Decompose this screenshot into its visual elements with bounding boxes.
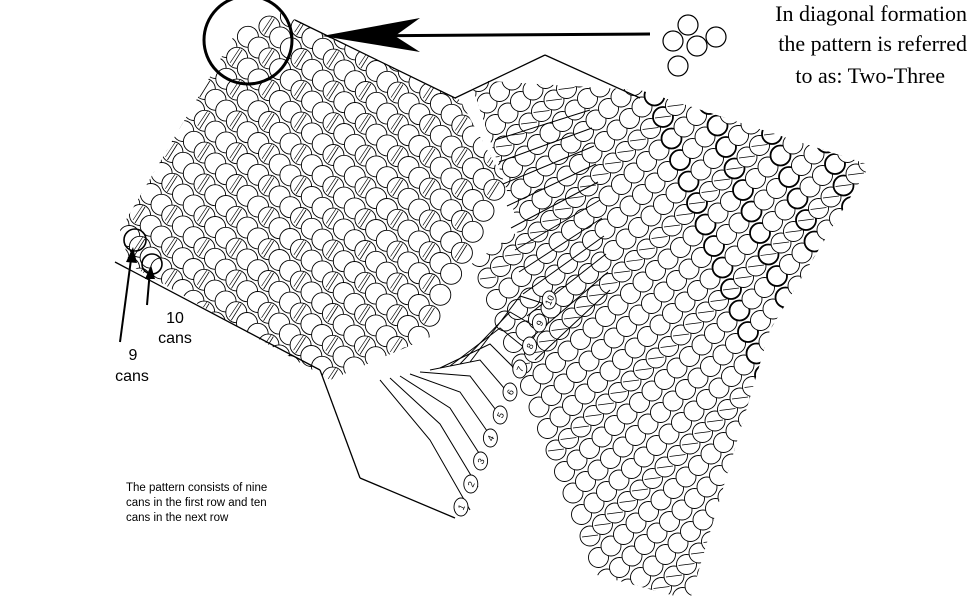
row-number-7: 7 [512,359,528,379]
pattern-note: The pattern consists of nine cans in the… [126,481,326,526]
heading-line-2: the pattern is referred [778,31,967,56]
row-number-8: 8 [522,336,538,356]
label-arrowheads [126,247,155,279]
row-number-2: 2 [463,474,479,494]
row-number-4: 4 [482,428,498,448]
row-number-10: 10 [541,290,557,310]
heading-line-1: In diagonal formation [775,1,967,26]
svg-text:10: 10 [543,294,556,307]
nine-cans-unit: cans [115,368,149,385]
svg-text:4: 4 [485,434,496,443]
note-line-3: cans in the next row [126,512,229,524]
row-number-markers: 1 2 3 4 5 6 7 8 9 10 [453,290,557,517]
row-number-6: 6 [502,382,518,402]
nine-cans-marker [123,228,147,252]
two-three-example-icon [662,14,727,77]
svg-text:8: 8 [524,342,535,351]
svg-text:3: 3 [475,457,486,466]
ten-cans-unit: cans [158,330,192,347]
ten-cans-number: 10 [166,310,184,327]
svg-text:6: 6 [505,388,516,397]
svg-text:2: 2 [466,480,477,489]
svg-text:1: 1 [456,503,467,512]
highlight-circle [202,0,294,86]
svg-text:5: 5 [495,411,506,420]
pointer-arrow-icon [322,18,651,52]
row-chevron-lines [379,109,611,511]
row-number-3: 3 [473,451,489,471]
note-line-1: The pattern consists of nine [126,482,268,494]
svg-text:7: 7 [515,365,526,374]
svg-text:9: 9 [534,319,545,328]
right-can-block [409,80,870,600]
row-number-1: 1 [453,497,469,517]
row-number-9: 9 [531,313,547,333]
heading-line-3: to as: Two-Three [795,63,945,88]
nine-cans-number: 9 [128,347,138,364]
note-line-2: cans in the first row and ten [126,497,267,509]
row-number-5: 5 [492,405,508,425]
